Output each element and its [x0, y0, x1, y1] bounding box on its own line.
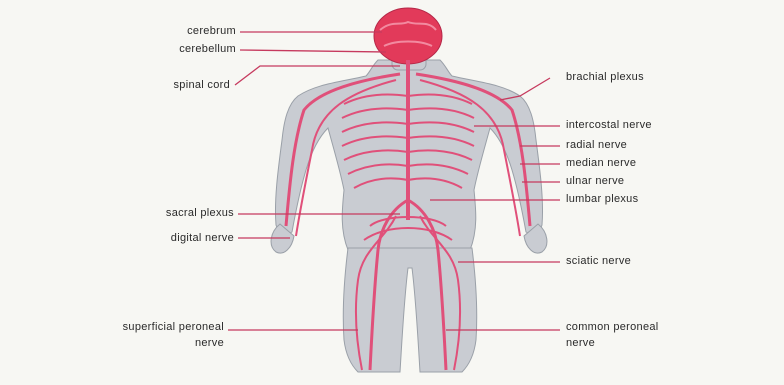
label-superficial-peroneal-line1: superficial peroneal — [6, 321, 224, 334]
label-sacral-plexus: sacral plexus — [70, 207, 234, 220]
label-cerebrum: cerebrum — [100, 25, 236, 38]
label-ulnar-nerve: ulnar nerve — [566, 175, 624, 188]
label-spinal-cord: spinal cord — [90, 79, 230, 92]
label-common-peroneal-line1: common peroneal — [566, 321, 659, 334]
label-superficial-peroneal-line2: nerve — [6, 337, 224, 350]
label-common-peroneal-line2: nerve — [566, 337, 595, 350]
label-digital-nerve: digital nerve — [70, 232, 234, 245]
label-brachial-plexus: brachial plexus — [566, 71, 644, 84]
label-cerebellum: cerebellum — [100, 43, 236, 56]
label-sciatic-nerve: sciatic nerve — [566, 255, 631, 268]
label-median-nerve: median nerve — [566, 157, 636, 170]
label-intercostal-nerve: intercostal nerve — [566, 119, 652, 132]
label-radial-nerve: radial nerve — [566, 139, 627, 152]
brain — [374, 8, 442, 64]
label-lumbar-plexus: lumbar plexus — [566, 193, 638, 206]
